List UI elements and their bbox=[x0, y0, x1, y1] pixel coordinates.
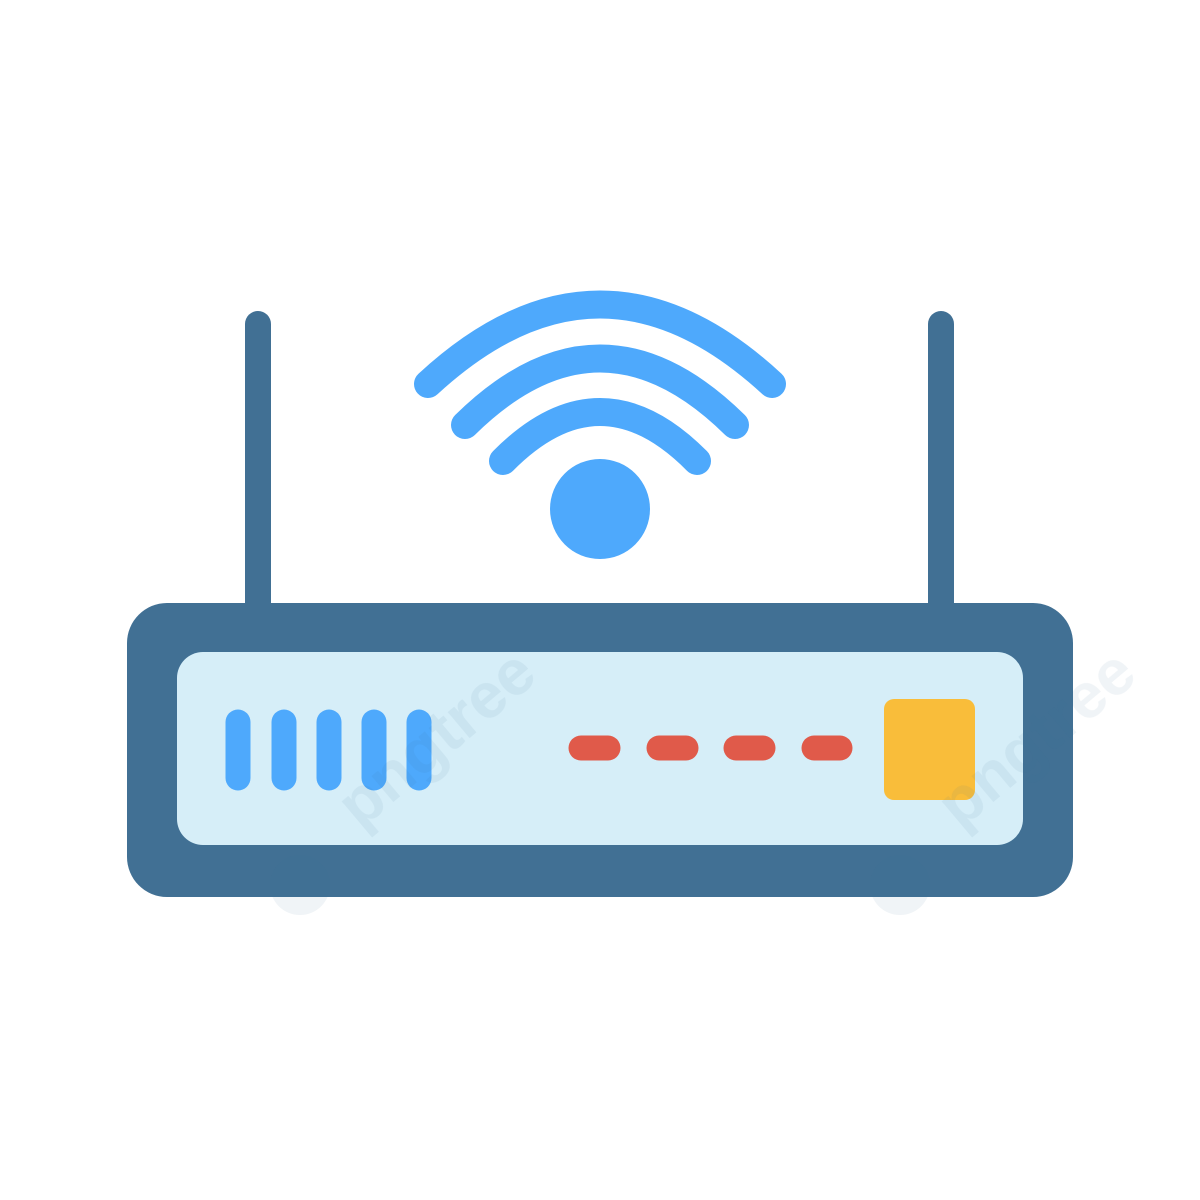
port-bars bbox=[225, 709, 432, 791]
watermark-logo bbox=[270, 855, 330, 915]
wifi-arc-middle bbox=[451, 344, 749, 439]
watermark-logo bbox=[870, 855, 930, 915]
wifi-arc-outer bbox=[414, 290, 786, 398]
wifi-dot bbox=[550, 459, 650, 559]
wifi-signal-icon bbox=[414, 290, 786, 559]
indicator-square bbox=[884, 699, 975, 800]
antennas bbox=[245, 311, 954, 629]
wifi-arc-inner bbox=[489, 398, 711, 475]
